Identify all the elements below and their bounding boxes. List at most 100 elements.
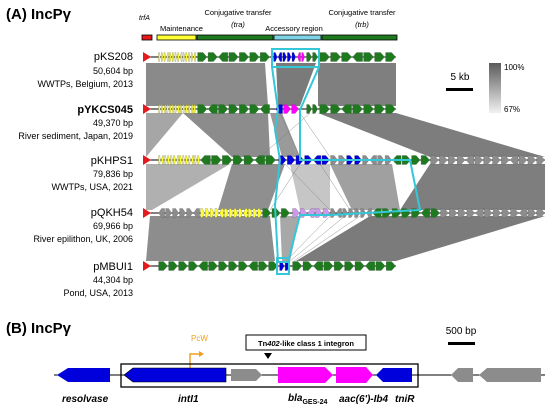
- gene-arrow: [180, 104, 183, 114]
- scalebar-b-bar: [448, 342, 475, 345]
- gene-arrow: [243, 208, 248, 218]
- integron-callout-box: [245, 334, 367, 351]
- gene-arrow: [180, 52, 183, 62]
- gene-arrow: [238, 261, 248, 271]
- highlight-outline: [271, 66, 422, 263]
- gene-arrow: [313, 261, 323, 271]
- plasmid-size: 49,370 bp: [93, 118, 133, 128]
- plasmid-name: pMBUI1: [93, 261, 133, 273]
- similarity-line: [279, 112, 301, 158]
- gene-arrow: [448, 155, 457, 165]
- gene-arrow: [352, 52, 363, 62]
- region-trb-label-2: (trb): [355, 20, 369, 29]
- gene-arrow: [197, 104, 208, 114]
- gene-arrow: [161, 104, 164, 114]
- gene-arrow: [166, 52, 169, 62]
- gene-resolvase-label: resolvase: [62, 394, 109, 405]
- gene-arrow: [483, 155, 492, 165]
- gene-arrow: [166, 104, 169, 114]
- similarity-block: [400, 164, 545, 210]
- gene-arrow: [182, 52, 185, 62]
- gene-arrow: [330, 52, 341, 62]
- gene-arrow: [363, 104, 374, 114]
- plasmid-name: pYKCS045: [77, 104, 133, 116]
- region-bar-tra: [196, 34, 274, 41]
- gene-arrow: [177, 104, 180, 114]
- gene-arrow: [158, 52, 161, 62]
- gene-arrow: [440, 208, 449, 218]
- gene-arrow: [233, 208, 238, 218]
- similarity-block: [146, 164, 230, 210]
- gene-arrow: [238, 208, 243, 218]
- scalebar-a-bar: [446, 88, 473, 91]
- plasmid-name: pKS208: [94, 51, 133, 63]
- gene-arrow: [182, 155, 185, 165]
- panel-b-label: (B) IncPγ: [6, 320, 72, 337]
- gene-arrow: [465, 155, 474, 165]
- trfa-gene-arrow: [143, 104, 151, 114]
- gene-arrow: [501, 208, 510, 218]
- gene-arrow: [188, 52, 191, 62]
- gene-arrow: [518, 155, 528, 165]
- region-bar-accessory: [273, 34, 322, 41]
- gene-arrow: [164, 155, 167, 165]
- gene-arrow: [186, 208, 193, 218]
- gene-arrow: [297, 52, 301, 62]
- identity-gradient: [489, 63, 501, 113]
- scalebar-a: 5 kb: [446, 72, 473, 91]
- gene-arrow: [457, 155, 466, 165]
- gene-arrow: [260, 104, 270, 114]
- gene-arrow: [354, 261, 365, 271]
- gene-arrow: [291, 104, 299, 114]
- gene-blages-sub: GES-24: [302, 399, 327, 406]
- gene-arrow: [292, 208, 300, 218]
- similarity-block: [296, 216, 545, 261]
- gene-arrow: [252, 208, 257, 218]
- region-bar-maintenance: [156, 34, 197, 41]
- gene-arrow: [527, 155, 536, 165]
- region-accessory-label: Accessory region: [265, 24, 323, 33]
- gene-arrow: [363, 52, 374, 62]
- gene-arrow: [169, 52, 172, 62]
- gene-aac-arrow: [336, 367, 373, 383]
- gene-arrow: [365, 261, 375, 271]
- gene-arrow: [188, 104, 191, 114]
- gene-arrow: [292, 261, 303, 271]
- gene-arrow: [169, 104, 172, 114]
- gene-arrow: [344, 261, 355, 271]
- similarity-line: [289, 215, 346, 262]
- gene-arrow: [219, 208, 224, 218]
- similarity-block: [276, 63, 316, 106]
- gene-arrow: [265, 155, 276, 165]
- gene-arrow: [218, 261, 228, 271]
- gene-inti1-label: intI1: [178, 394, 199, 405]
- panel-b-genes: [57, 367, 541, 383]
- gene-arrow: [222, 155, 233, 165]
- plasmid-size: 44,304 bp: [93, 275, 133, 285]
- gene-arrow: [233, 155, 244, 165]
- gene-arrow: [191, 104, 194, 114]
- gene-arrow: [193, 104, 196, 114]
- similarity-block: [146, 113, 183, 157]
- highlight-box-pks208: [271, 48, 320, 68]
- gene-arrow: [484, 208, 493, 218]
- gene-arrow: [208, 261, 218, 271]
- gene-arrow: [197, 52, 208, 62]
- gene-arrow: [268, 261, 278, 271]
- gene-arrow: [173, 155, 176, 165]
- gene-arrow: [193, 208, 200, 218]
- gene-arrow: [273, 52, 278, 62]
- gene-arrow: [301, 52, 305, 62]
- gene-arrow: [287, 52, 292, 62]
- gene-arrow: [492, 208, 502, 218]
- similarity-block: [280, 216, 300, 261]
- gene-arrow: [306, 104, 312, 114]
- gene-arrow: [211, 155, 222, 165]
- region-maintenance-label: Maintenance: [160, 24, 203, 33]
- gene-aac-label: aac(6')-Ib4: [339, 394, 389, 405]
- gene-arrow: [158, 104, 161, 114]
- gene-arrow: [188, 261, 198, 271]
- gene-arrow: [249, 104, 260, 114]
- promoter-label: PcW: [191, 334, 208, 343]
